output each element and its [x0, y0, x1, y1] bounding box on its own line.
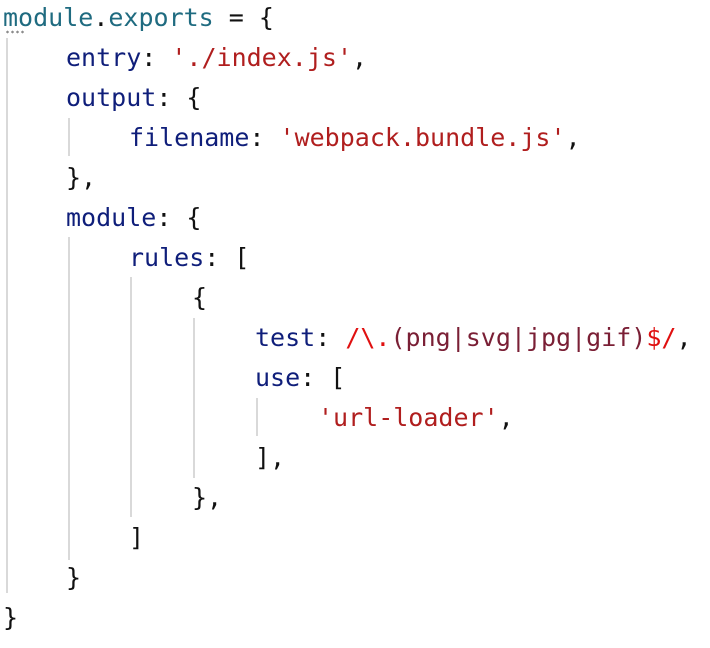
- code-token: ,: [676, 323, 692, 352]
- code-token: (png|svg|jpg|gif): [390, 323, 647, 352]
- code-token: :: [249, 123, 280, 152]
- code-token: = {: [213, 3, 274, 32]
- code-token: }: [3, 603, 19, 632]
- code-line[interactable]: {: [192, 278, 207, 318]
- code-line[interactable]: }: [3, 598, 18, 638]
- indent-guide: [130, 277, 132, 517]
- code-line[interactable]: 'url-loader',: [318, 398, 514, 438]
- code-token: }: [66, 563, 82, 592]
- indent-guide: [68, 237, 70, 560]
- code-token: : {: [156, 83, 202, 112]
- code-token: ],: [255, 443, 286, 472]
- code-token: :: [141, 43, 172, 72]
- code-line[interactable]: ]: [129, 518, 144, 558]
- code-token: filename: [129, 123, 250, 152]
- code-line[interactable]: filename: 'webpack.bundle.js',: [129, 118, 581, 158]
- code-token: use: [255, 363, 301, 392]
- code-token: .: [93, 3, 109, 32]
- code-token: rules: [129, 243, 205, 272]
- code-token: $/: [646, 323, 677, 352]
- code-line[interactable]: ],: [255, 438, 285, 478]
- code-token: },: [192, 483, 223, 512]
- code-token: : [: [300, 363, 346, 392]
- code-token: module: [3, 3, 94, 32]
- code-line[interactable]: },: [192, 478, 222, 518]
- code-token: 'webpack.bundle.js': [279, 123, 566, 152]
- code-line[interactable]: use: [: [255, 358, 345, 398]
- code-token: './index.js': [171, 43, 352, 72]
- code-line[interactable]: },: [66, 158, 96, 198]
- code-line[interactable]: module.exports = {: [3, 0, 274, 38]
- code-line[interactable]: output: {: [66, 78, 201, 118]
- code-line[interactable]: }: [66, 558, 81, 598]
- code-token: 'url-loader': [318, 403, 499, 432]
- code-line[interactable]: rules: [: [129, 238, 249, 278]
- code-token: },: [66, 163, 97, 192]
- indent-guide: [193, 318, 195, 478]
- indent-guide: [6, 38, 8, 593]
- indent-guide: [68, 118, 70, 156]
- code-token: ,: [498, 403, 514, 432]
- code-token: /\.: [345, 323, 391, 352]
- code-token: output: [66, 83, 157, 112]
- code-token: ,: [565, 123, 581, 152]
- indent-guide: [256, 398, 258, 436]
- folding-marker: [5, 30, 25, 34]
- code-token: :: [315, 323, 346, 352]
- code-token: ]: [129, 523, 145, 552]
- code-token: exports: [108, 3, 214, 32]
- code-token: {: [192, 283, 208, 312]
- code-token: module: [66, 203, 157, 232]
- code-token: entry: [66, 43, 142, 72]
- code-line[interactable]: module: {: [66, 198, 201, 238]
- code-token: : {: [156, 203, 202, 232]
- code-token: test: [255, 323, 316, 352]
- code-token: ,: [352, 43, 368, 72]
- code-line[interactable]: test: /\.(png|svg|jpg|gif)$/,: [255, 318, 692, 358]
- code-token: : [: [204, 243, 250, 272]
- code-line[interactable]: entry: './index.js',: [66, 38, 367, 78]
